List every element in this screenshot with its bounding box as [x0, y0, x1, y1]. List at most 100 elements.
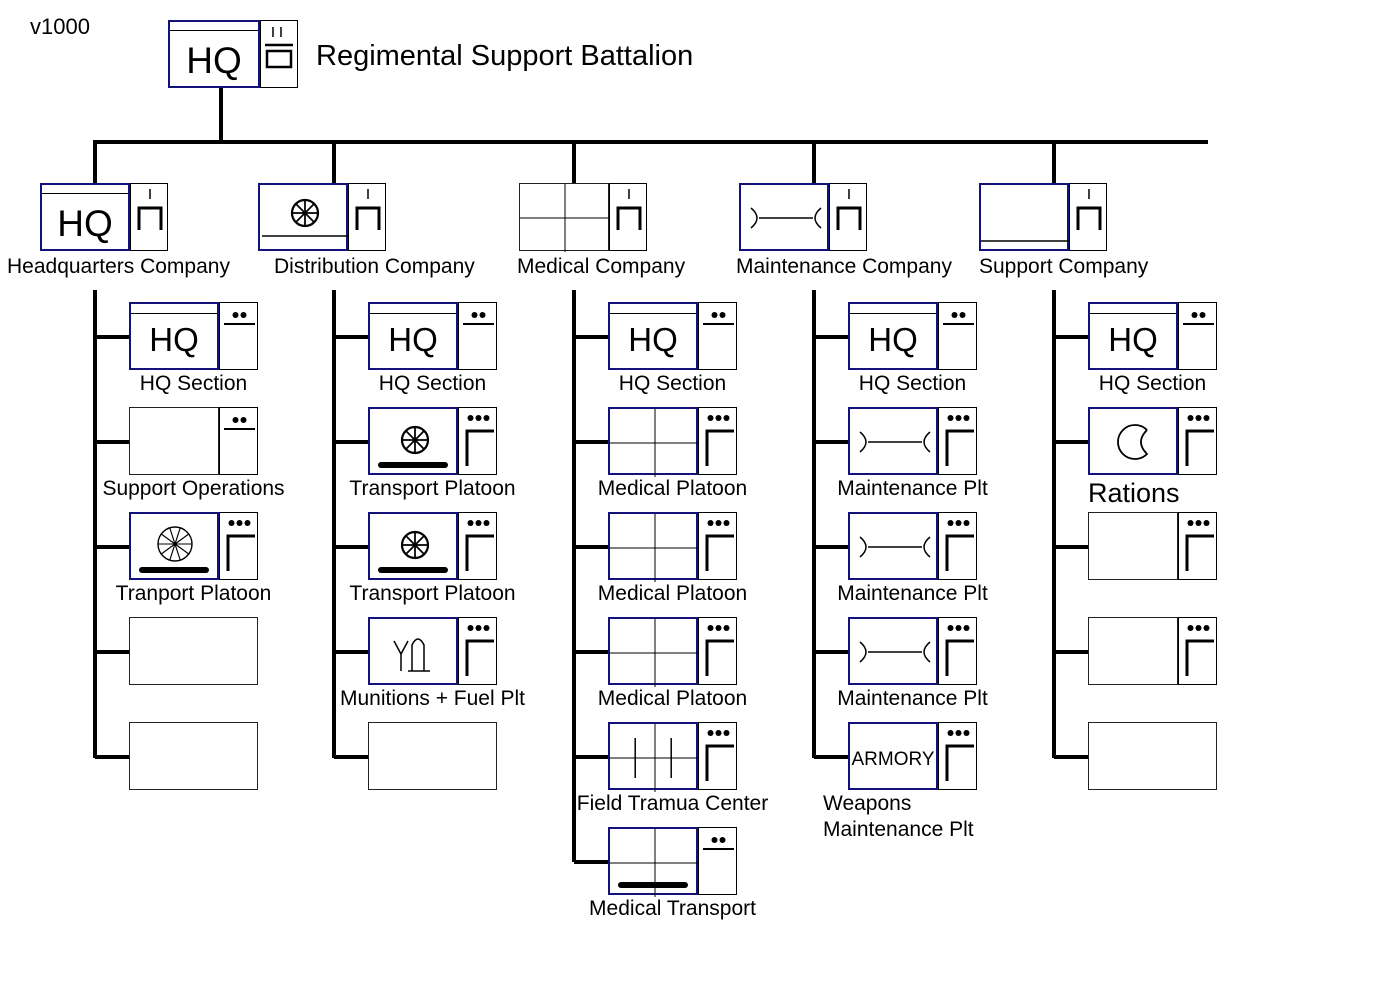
- unit-branch-line: [95, 440, 131, 444]
- echelon-cap: [938, 617, 977, 685]
- platoon-echelon-icon: [705, 520, 734, 571]
- company-hq-echelon-icon: [265, 27, 293, 69]
- echelon-cap: [348, 183, 386, 251]
- empty-unit-slot: [368, 722, 497, 790]
- battalion-stem-line: [219, 88, 223, 142]
- unit-frame: [129, 617, 258, 685]
- echelon-cap: [698, 302, 737, 370]
- unit-branch-line: [334, 335, 370, 339]
- unit-symbol: ARMORY: [848, 722, 977, 790]
- unit-label: Medical Platoon: [597, 477, 748, 500]
- transport-wheel-icon: [378, 425, 448, 468]
- company-symbol: [739, 183, 867, 251]
- echelon-cap: [130, 183, 168, 251]
- company-symbol: [979, 183, 1107, 251]
- unit-branch-line: [814, 545, 850, 549]
- company-spine-line: [332, 290, 336, 758]
- unit-label: Rations: [1088, 478, 1180, 508]
- section-echelon-icon: [463, 312, 494, 325]
- company-spine-line: [572, 290, 576, 862]
- echelon-cap: [219, 302, 258, 370]
- unit-branch-line: [1054, 335, 1090, 339]
- section-echelon-icon: [703, 312, 734, 325]
- unit-symbol: [1088, 512, 1217, 580]
- company-echelon-icon: [137, 189, 163, 230]
- unit-symbol: [368, 512, 497, 580]
- unit-label: Maintenance Plt: [837, 477, 988, 500]
- echelon-cap: [829, 183, 867, 251]
- unit-branch-line: [574, 440, 610, 444]
- company-label: Support Company: [979, 255, 1149, 278]
- hq-header-line: [1090, 313, 1176, 314]
- unit-symbol: [1088, 407, 1217, 475]
- echelon-cap: [698, 407, 737, 475]
- trauma-center-icon: [610, 724, 700, 792]
- unit-frame: [368, 617, 458, 685]
- echelon-cap: [1178, 302, 1217, 370]
- hq-header-line: [170, 30, 258, 31]
- hq-header-line: [42, 193, 128, 194]
- hq-symbol-text: HQ: [1108, 321, 1158, 358]
- echelon-cap: [458, 512, 497, 580]
- echelon-cap: [1178, 512, 1217, 580]
- unit-branch-line: [95, 335, 131, 339]
- empty-unit-slot: [129, 617, 258, 685]
- unit-frame: [848, 512, 938, 580]
- unit-branch-line: [95, 755, 131, 759]
- hq-symbol-text: HQ: [868, 321, 918, 358]
- transport-wheel-icon: [378, 530, 448, 573]
- empty-unit-slot: [1088, 722, 1217, 790]
- platoon-echelon-icon: [1185, 625, 1214, 676]
- unit-label: HQ Section: [378, 372, 487, 395]
- unit-frame: [1088, 407, 1178, 475]
- unit-symbol: HQ: [608, 302, 737, 370]
- echelon-cap: [458, 617, 497, 685]
- unit-label: Medical Platoon: [597, 582, 748, 605]
- unit-frame: HQ: [129, 302, 219, 370]
- unit-branch-line: [1054, 440, 1090, 444]
- battalion-title: Regimental Support Battalion: [316, 40, 694, 72]
- platoon-echelon-icon: [945, 730, 974, 781]
- unit-label: HQ Section: [618, 372, 727, 395]
- medical-cross-icon: [610, 619, 700, 687]
- unit-branch-line: [334, 755, 370, 759]
- unit-branch-line: [574, 860, 610, 864]
- echelon-cap: [219, 512, 258, 580]
- unit-label: Weapons Maintenance Plt: [823, 792, 974, 842]
- unit-label: Support Operations: [102, 477, 285, 500]
- unit-symbol: [368, 407, 497, 475]
- unit-frame: [608, 512, 700, 582]
- unit-branch-line: [1054, 755, 1090, 759]
- hq-symbol-text: HQ: [149, 321, 199, 358]
- company-symbol: [258, 183, 386, 251]
- maintenance-wrench-icon: [859, 536, 931, 558]
- unit-frame: [979, 183, 1071, 251]
- unit-symbol: [848, 512, 977, 580]
- company-spine-line: [93, 290, 97, 758]
- unit-symbol: HQ: [129, 302, 258, 370]
- unit-frame: [368, 722, 497, 790]
- unit-branch-line: [334, 440, 370, 444]
- unit-branch-line: [814, 440, 850, 444]
- company-drop-line: [812, 142, 816, 184]
- company-symbol: HQ: [40, 183, 168, 251]
- unit-label: Munitions + Fuel Plt: [339, 687, 526, 710]
- hq-symbol-text: HQ: [388, 321, 438, 358]
- company-drop-line: [1052, 142, 1056, 184]
- unit-label: Medical Transport: [589, 897, 756, 920]
- company-spine-line: [1052, 290, 1056, 758]
- company-drop-line: [93, 142, 97, 184]
- unit-frame: HQ: [848, 302, 938, 370]
- company-label: Maintenance Company: [736, 255, 952, 278]
- platoon-echelon-icon: [945, 415, 974, 466]
- medical-cross-icon: [610, 514, 700, 582]
- unit-label: Field Tramua Center: [576, 792, 769, 815]
- supply-bar-icon: [981, 240, 1071, 242]
- unit-branch-line: [334, 545, 370, 549]
- unit-label: Maintenance Plt: [837, 687, 988, 710]
- hq-symbol-text: HQ: [57, 203, 113, 244]
- unit-label: Transport Platoon: [349, 477, 516, 500]
- unit-frame: [129, 512, 219, 580]
- armory-symbol-text: ARMORY: [851, 749, 935, 770]
- echelon-cap: [698, 512, 737, 580]
